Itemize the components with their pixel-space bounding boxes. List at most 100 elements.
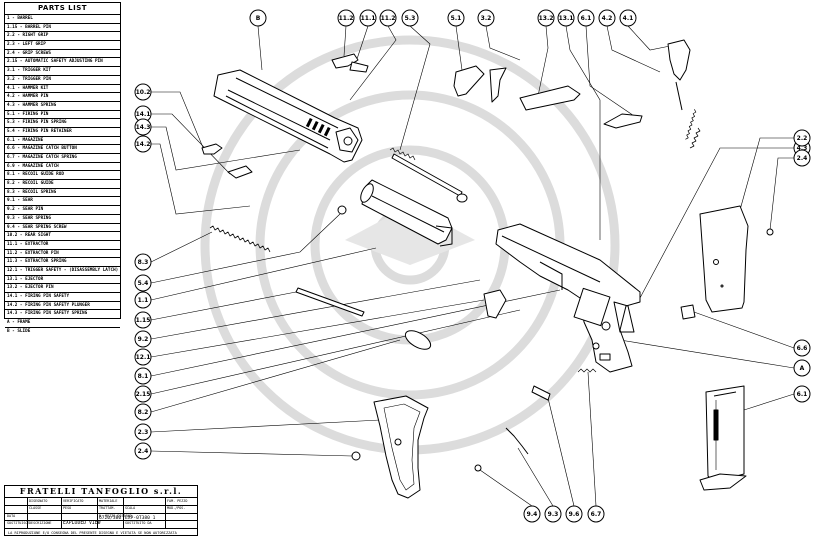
parts-list-item: 6.7 - MAGAZINE CATCH SPRING [5, 154, 120, 163]
callout-bubble [793, 359, 811, 377]
parts-list-item: 13.1 - EJECTOR [5, 276, 120, 285]
parts-list-item: 4.2 - HAMMER PIN [5, 93, 120, 102]
callout-label: 13.1 [559, 15, 574, 22]
leader-line [349, 25, 397, 101]
callout-bubble [401, 9, 419, 27]
sear [603, 113, 643, 129]
title-block-footer: LA RIPRODUZIONE E/O CONSEGNA DEL PRESENT… [8, 531, 177, 535]
tb-date: DATA [7, 514, 16, 518]
callout-bubble [134, 291, 152, 309]
parts-list-item: 8.2 - RECOIL GUIDE [5, 180, 120, 189]
leader-line [151, 143, 251, 215]
callout-label: 1.15 [136, 317, 151, 324]
callout-bubble [249, 9, 267, 27]
leader-line [606, 25, 661, 73]
callout-bubble [134, 274, 152, 292]
callout-label: 5.3 [405, 15, 416, 22]
grip-screw-left [351, 451, 361, 461]
parts-list-item: 8.3 - RECOIL SPRING [5, 189, 120, 198]
callout-bubble [134, 118, 152, 136]
callout-bubble [134, 403, 152, 421]
leader-line [150, 231, 213, 263]
callout-label: 2.15 [136, 391, 151, 398]
parts-list-item: 5.1 - FIRING PIN [5, 111, 120, 120]
parts-list-item: 4.1 - HAMMER KIT [5, 85, 120, 94]
leader-line [455, 25, 463, 71]
tb-model: 6720/380 [99, 516, 122, 521]
leader-line [150, 450, 353, 457]
title-block-grid: DISEGNATO VERIFICATO MATERIALE FAM. PEZZ… [5, 498, 197, 529]
callout-bubble [134, 367, 152, 385]
callout-bubble [523, 505, 541, 523]
parts-list-item: 1 - BARREL [5, 15, 120, 24]
parts-list-item: 6.1 - MAGAZINE [5, 137, 120, 146]
leader-line [343, 25, 347, 57]
callout-label: 14.2 [136, 141, 151, 148]
callout-label: 11.2 [339, 15, 354, 22]
parts-list-item: 11.3 - EXTRACTOR SPRING [5, 258, 120, 267]
callout-label: 2.2 [797, 135, 808, 142]
leader-line [150, 279, 481, 340]
callout-bubble [134, 135, 152, 153]
left-grip [373, 395, 429, 499]
leader-line [565, 25, 601, 240]
parts-list-title: PARTS LIST [5, 3, 120, 15]
callout-label: 10.2 [136, 89, 151, 96]
parts-list-item: 14.1 - FIRING PIN SAFETY [5, 293, 120, 302]
tb-drawing-number: EXP-0T380 1 [125, 516, 156, 521]
leader-line [399, 25, 431, 151]
callout-label: 9.3 [548, 511, 559, 518]
frame [495, 223, 641, 373]
callout-bubble [134, 348, 152, 366]
callout-label: 9.6 [569, 511, 580, 518]
parts-list-item: 11.2 - EXTRACTOR PIN [5, 250, 120, 259]
parts-list-item: 6.9 - MAGAZINE CATCH [5, 163, 120, 172]
sear-spring [505, 427, 529, 455]
rear-sight [201, 143, 223, 155]
callout-bubble [598, 9, 616, 27]
parts-list-item: 10.2 - REAR SIGHT [5, 232, 120, 241]
leader-line [150, 309, 521, 395]
trigger-safety [483, 289, 507, 319]
leader-line [150, 299, 485, 358]
callout-label: 4.2 [602, 15, 613, 22]
callout-label: 2.4 [797, 155, 808, 162]
leader-line [537, 25, 549, 97]
recoil-guide-rod [295, 287, 365, 317]
leader-line [150, 291, 297, 321]
leader-lines [150, 25, 795, 507]
parts-list-item: 2.3 - LEFT GRIP [5, 41, 120, 50]
tb-class: CLASSE [29, 506, 42, 510]
callout-bubble [134, 442, 152, 460]
parts-list-item: 2.2 - RIGHT GRIP [5, 32, 120, 42]
callout-bubble [793, 149, 811, 167]
parts-list-item: 9.3 - SEAR SPRING [5, 215, 120, 224]
callout-label: 8.2 [138, 409, 149, 416]
title-block: FRATELLI TANFOGLIO s.r.l. DISEGNATO VERI… [4, 485, 198, 536]
leader-line [150, 419, 381, 433]
callout-bubble [134, 330, 152, 348]
extractor [331, 53, 369, 73]
ejector [519, 85, 581, 111]
callout-label: 14.1 [136, 111, 151, 118]
leader-line [151, 126, 301, 171]
callout-bubble [447, 9, 465, 27]
tb-scale: SCALA [125, 506, 136, 510]
leader-line [693, 311, 795, 349]
callout-label: 5.1 [451, 15, 462, 22]
callout-bubble [134, 83, 152, 101]
callout-label: 13.2 [539, 15, 554, 22]
callout-bubble [577, 9, 595, 27]
tb-designed: DISEGNATO [29, 499, 48, 503]
callout-label: 9.2 [138, 336, 149, 343]
sear-spring-screw [474, 464, 482, 472]
leader-line [355, 25, 369, 63]
grip-screw-right [766, 228, 774, 236]
parts-list-item: 4.3 - HAMMER SPRING [5, 102, 120, 111]
trigger-kit [453, 65, 507, 103]
parts-list-item: 14.2 - FIRING PIN SAFETY PLUNGER [5, 302, 120, 311]
callout-label: 5.4 [138, 280, 149, 287]
